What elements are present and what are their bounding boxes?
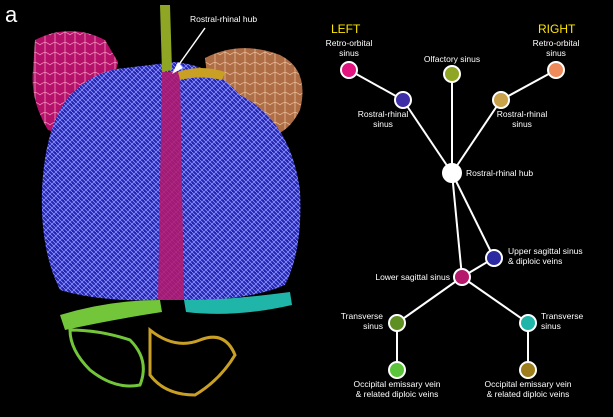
right-side-label: RIGHT — [538, 22, 576, 36]
node-upper-sag — [485, 249, 503, 267]
edge-hub-to-upper-sag — [451, 172, 495, 259]
edge-lower-sag-to-r-trans — [461, 276, 529, 324]
edge-rr-orbital-to-r-rhinal — [500, 69, 557, 101]
node-label-line: Rostral-rhinal hub — [466, 168, 533, 178]
node-label-upper-sag: Upper sagittal sinus& diploic veins — [508, 246, 583, 266]
rostral-rhinal-branch — [178, 68, 225, 80]
node-r-occ — [519, 361, 537, 379]
node-label-line: sinus — [512, 119, 532, 129]
node-label-line: Transverse — [341, 311, 383, 321]
edge-hub-to-lower-sag — [451, 172, 463, 278]
node-l-rhinal — [394, 91, 412, 109]
sagittal-sinus-vessel — [158, 72, 184, 300]
olfactory-sinus-vessel — [160, 5, 172, 72]
node-r-rhinal — [492, 91, 510, 109]
node-label-line: Lower sagittal sinus — [375, 272, 450, 282]
schematic-nodes — [340, 61, 565, 379]
node-l-occ — [388, 361, 406, 379]
left-side-label: LEFT — [331, 22, 361, 36]
hub-callout-arrowhead — [172, 62, 183, 74]
edge-lr-orbital-to-l-rhinal — [348, 69, 404, 101]
node-label-line: Occipital emissary vein — [485, 379, 572, 389]
node-label-r-occ: Occipital emissary vein& related diploic… — [485, 379, 572, 399]
node-label-line: & diploic veins — [508, 256, 562, 266]
node-label-lower-sag: Lower sagittal sinus — [375, 272, 450, 282]
node-label-l-occ: Occipital emissary vein& related diploic… — [354, 379, 441, 399]
node-label-line: Retro-orbital — [326, 38, 373, 48]
node-label-line: sinus — [373, 119, 393, 129]
node-lower-sag — [453, 268, 471, 286]
node-label-hub: Rostral-rhinal hub — [466, 168, 533, 178]
node-label-line: Upper sagittal sinus — [508, 246, 583, 256]
right-transverse-sinus-vessel — [184, 292, 292, 314]
edge-l-rhinal-to-hub — [402, 99, 453, 174]
left-occipital-veins — [68, 328, 145, 388]
vascular-render: Rostral-rhinal hub — [32, 5, 303, 397]
node-label-line: sinus — [363, 321, 383, 331]
node-label-line: & related diploic veins — [356, 389, 439, 399]
node-label-line: sinus — [339, 48, 359, 58]
node-label-line: Retro-orbital — [533, 38, 580, 48]
node-lr-orbital — [340, 61, 358, 79]
node-label-line: Rostral-rhinal — [358, 109, 409, 119]
hub-callout-label: Rostral-rhinal hub — [190, 14, 257, 24]
node-label-line: Rostral-rhinal — [497, 109, 548, 119]
node-label-olfactory: Olfactory sinus — [424, 54, 480, 64]
edge-lower-sag-to-l-trans — [396, 276, 463, 324]
schematic-edges — [348, 69, 557, 370]
hub-callout-arrow — [174, 27, 206, 71]
node-hub — [442, 163, 462, 183]
node-label-line: sinus — [541, 321, 561, 331]
node-label-line: Transverse — [541, 311, 583, 321]
node-rr-orbital — [547, 61, 565, 79]
node-label-line: & related diploic veins — [487, 389, 570, 399]
node-l-trans — [388, 314, 406, 332]
node-r-trans — [519, 314, 537, 332]
edge-r-rhinal-to-hub — [451, 99, 502, 174]
left-transverse-sinus-vessel — [60, 300, 162, 330]
node-label-line: Occipital emissary vein — [354, 379, 441, 389]
central-occipital-veins — [148, 326, 237, 397]
node-label-line: sinus — [546, 48, 566, 58]
node-olfactory — [443, 65, 461, 83]
panel-letter: a — [5, 2, 18, 27]
node-label-line: Olfactory sinus — [424, 54, 480, 64]
